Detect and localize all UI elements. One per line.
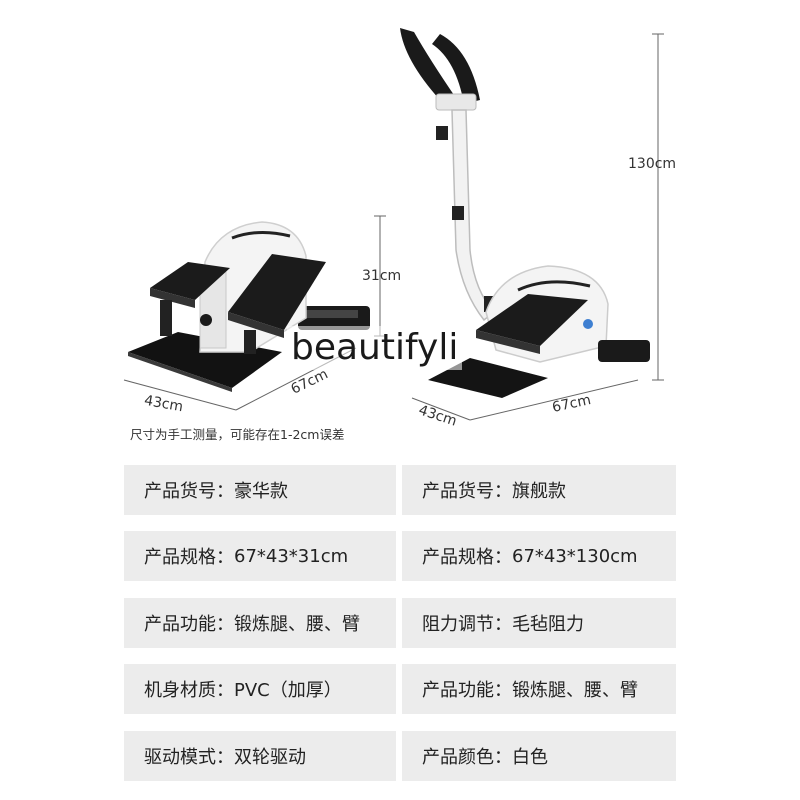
spec-label: 产品颜色： bbox=[422, 747, 512, 768]
left-height-label: 31cm bbox=[362, 268, 402, 284]
spec-right-3: 阻力调节：毛毡阻力 bbox=[402, 598, 676, 648]
spec-value: 锻炼腿、腰、臂 bbox=[512, 680, 638, 701]
spec-value: 豪华款 bbox=[234, 481, 288, 502]
spec-value: 白色 bbox=[512, 747, 548, 768]
spec-right-2: 产品规格：67*43*130cm bbox=[402, 531, 676, 581]
spec-left-2: 产品规格：67*43*31cm bbox=[124, 531, 396, 581]
spec-right-1: 产品货号：旗舰款 bbox=[402, 465, 676, 515]
right-height-label: 130cm bbox=[628, 156, 677, 172]
spec-value: PVC（加厚） bbox=[234, 680, 342, 701]
spec-label: 机身材质： bbox=[144, 680, 234, 701]
spec-label: 产品功能： bbox=[144, 614, 234, 635]
spec-value: 67*43*130cm bbox=[512, 545, 638, 567]
spec-label: 产品功能： bbox=[422, 680, 512, 701]
spec-label: 阻力调节： bbox=[422, 614, 512, 635]
spec-left-3: 产品功能：锻炼腿、腰、臂 bbox=[124, 598, 396, 648]
spec-left-1: 产品货号：豪华款 bbox=[124, 465, 396, 515]
spec-left-5: 驱动模式：双轮驱动 bbox=[124, 731, 396, 781]
spec-value: 双轮驱动 bbox=[234, 747, 306, 768]
spec-label: 产品规格： bbox=[144, 547, 234, 568]
measurement-note: 尺寸为手工测量，可能存在1-2cm误差 bbox=[130, 427, 345, 442]
mini-stepper-image bbox=[123, 215, 386, 411]
spec-value: 毛毡阻力 bbox=[512, 614, 584, 635]
spec-left-4: 机身材质：PVC（加厚） bbox=[124, 664, 396, 714]
spec-label: 产品货号： bbox=[144, 481, 234, 502]
spec-value: 锻炼腿、腰、臂 bbox=[234, 614, 360, 635]
spec-label: 产品规格： bbox=[422, 547, 512, 568]
spec-right-4: 产品功能：锻炼腿、腰、臂 bbox=[402, 664, 676, 714]
spec-label: 驱动模式： bbox=[144, 747, 234, 768]
spec-value: 旗舰款 bbox=[512, 481, 566, 502]
spec-value: 67*43*31cm bbox=[234, 545, 349, 567]
product-illustration-area: 31cm 43cm 67cm 130cm 43cm 67cm beautifyl… bbox=[123, 28, 677, 442]
product-illustration bbox=[123, 28, 664, 421]
watermark-text: beautifyli bbox=[287, 326, 463, 370]
spec-label: 产品货号： bbox=[422, 481, 512, 502]
spec-right-5: 产品颜色：白色 bbox=[402, 731, 676, 781]
